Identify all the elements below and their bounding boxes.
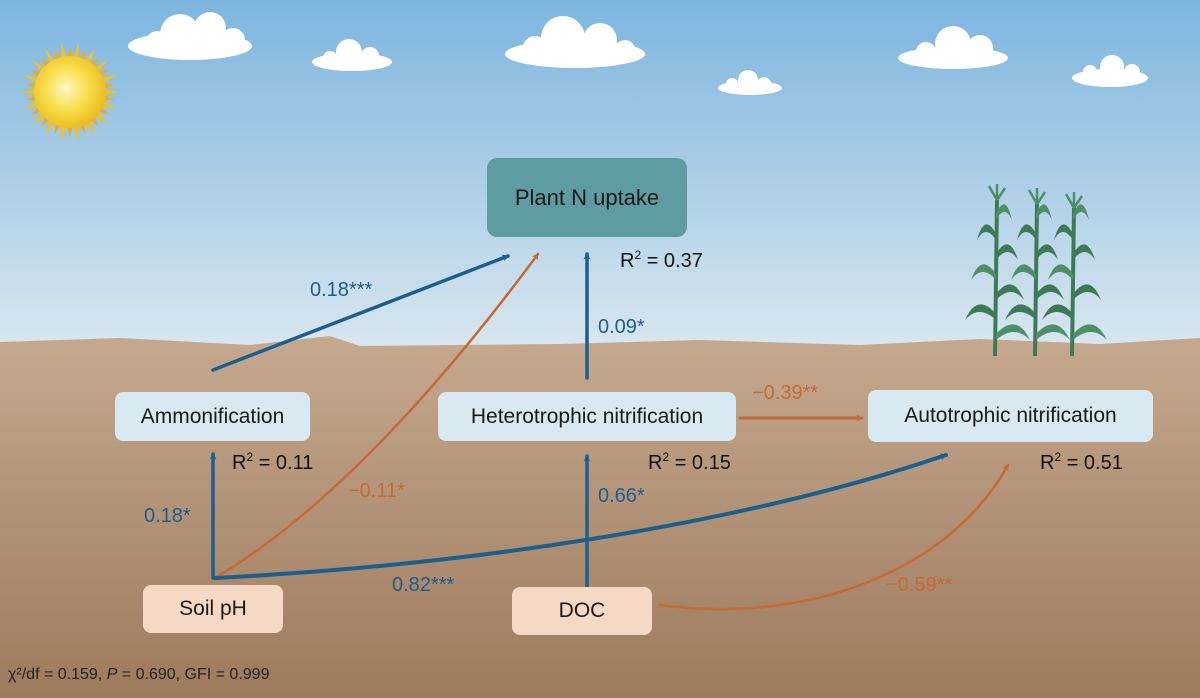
arrow-soilph-to-auto bbox=[213, 453, 948, 580]
cloud-icon bbox=[898, 26, 1008, 69]
node-soil-ph: Soil pH bbox=[143, 585, 283, 633]
model-fit-statistics: χ²/df = 0.159, P = 0.690, GFI = 0.999 bbox=[8, 666, 270, 683]
cloud-icon bbox=[1072, 55, 1148, 87]
r2-plant-n-uptake: R2 = 0.37 bbox=[620, 248, 703, 272]
node-doc: DOC bbox=[512, 587, 652, 635]
r2-ammonification: R2 = 0.11 bbox=[232, 450, 314, 474]
cloud-icon bbox=[505, 16, 645, 68]
coef-hetero-to-plant: 0.09* bbox=[598, 316, 645, 338]
arrow-ammonification-to-plant bbox=[211, 254, 510, 372]
corn-plant-icon bbox=[965, 184, 1107, 357]
node-heterotrophic-nitrification: Heterotrophic nitrification bbox=[438, 392, 736, 441]
r2-heterotrophic-nitrification: R2 = 0.15 bbox=[648, 450, 731, 474]
coef-doc-to-hetero: 0.66* bbox=[598, 485, 645, 507]
coef-ammonification-to-plant: 0.18*** bbox=[310, 279, 373, 301]
node-autotrophic-nitrification: Autotrophic nitrification bbox=[868, 390, 1153, 442]
cloud-icon bbox=[312, 39, 392, 71]
arrow-soilph-to-plant bbox=[213, 252, 540, 580]
node-ammonification: Ammonification bbox=[115, 392, 310, 441]
cloud-icon bbox=[128, 12, 252, 60]
coef-soilph-to-ammonification: 0.18* bbox=[144, 505, 191, 527]
sun-icon bbox=[20, 42, 120, 142]
node-plant-n-uptake: Plant N uptake bbox=[487, 158, 687, 237]
r2-autotrophic-nitrification: R2 = 0.51 bbox=[1040, 450, 1123, 474]
coef-hetero-to-auto: −0.39** bbox=[752, 382, 819, 404]
coef-doc-to-auto: −0.59** bbox=[886, 574, 953, 596]
cloud-icon bbox=[718, 70, 782, 95]
coef-soilph-to-auto: 0.82*** bbox=[392, 574, 455, 596]
arrow-doc-to-auto bbox=[658, 463, 1010, 611]
coef-soilph-to-plant: −0.11* bbox=[348, 480, 405, 502]
